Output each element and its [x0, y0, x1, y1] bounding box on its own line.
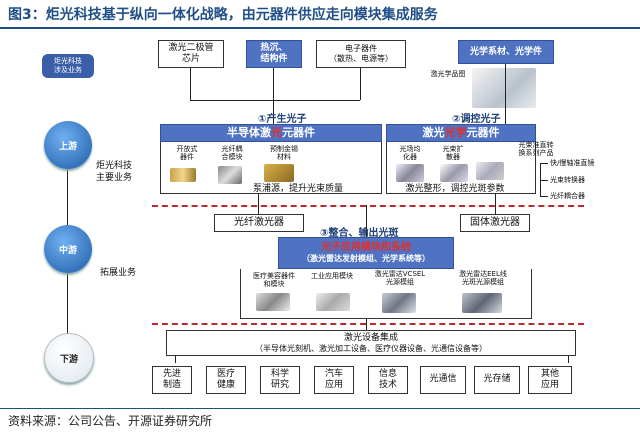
semi-prefix: 半导体激 — [227, 126, 271, 140]
upstream-midstream-divider — [152, 205, 584, 207]
expand-business-label: 拓展业务 — [100, 268, 137, 278]
downstream-advanced-manufacturing: 先进 制造 — [152, 366, 192, 394]
optic-item-collimator: 光束准直转 换系列产品 — [518, 141, 554, 158]
optic-list-tick — [540, 163, 548, 164]
optic-item-homogenizer-photo — [396, 164, 424, 182]
app-item-medical-photo — [256, 293, 290, 311]
optic-prefix: 激光 — [422, 126, 445, 140]
downstream-information-technology: 信息 技术 — [368, 366, 408, 394]
downstream-medical-health: 医疗 健康 — [206, 366, 246, 394]
semiconductor-items-panel — [160, 142, 382, 194]
downstream-other: 其他 应用 — [528, 366, 572, 394]
optic-list-tick — [540, 180, 548, 181]
downstream-optical-communication: 光通信 — [420, 366, 466, 394]
optic-suffix: 元器件 — [466, 126, 500, 140]
section-produce-photons: ①产生光子 — [258, 114, 307, 125]
optic-item-collimator-photo — [476, 162, 504, 180]
connector — [190, 68, 191, 100]
connector — [258, 194, 259, 214]
equip-line2: （半导体光刻机、激光加工设备、医疗仪器设备、光通信设备等） — [255, 343, 487, 353]
semi-item-open: 开放式 器件 — [176, 145, 198, 162]
midstream-downstream-divider — [152, 323, 584, 325]
optic-list-item: 快/慢轴准直镜 — [550, 159, 595, 167]
electronic-box: 电子器件 （散热、电源等） — [316, 40, 406, 68]
downstream-automotive: 汽车 应用 — [314, 366, 354, 394]
optic-list-item: 光纤耦合器 — [550, 192, 585, 200]
optic-highlight: 光学 — [444, 126, 467, 140]
optic-list-spine — [540, 163, 541, 196]
connector — [495, 194, 496, 214]
laser-optics-box: 激光光学元器件 — [386, 124, 536, 142]
source-note: 资料来源：公司公告、开源证券研究所 — [8, 414, 213, 428]
connector — [273, 68, 274, 100]
chip-box: 激光二极管 芯片 — [158, 40, 224, 68]
optics-material-box: 光学系材、光学件 — [458, 40, 554, 64]
equipment-integration-box: 激光设备集成 （半导体光刻机、激光加工设备、医疗仪器设备、光通信设备等） — [166, 330, 576, 356]
optic-list-item: 光束转换器 — [550, 176, 585, 184]
app-item-medical: 医疗美容器件 和模块 — [253, 272, 295, 289]
connector — [360, 68, 361, 100]
stage-upstream: 上游 — [44, 121, 92, 169]
semi-item-solder: 预制金锡 材料 — [270, 145, 298, 162]
optic-caption: 激光整形，调控光斑参数 — [405, 184, 505, 194]
semi-item-fiber: 光纤耦 合模块 — [221, 145, 243, 162]
semi-item-fiber-photo — [218, 166, 242, 184]
connector — [366, 319, 367, 330]
optic-item-homogenizer: 光场均 化器 — [399, 145, 421, 162]
downstream-optical-storage: 光存储 — [474, 366, 520, 394]
heat-sink-box: 热沉、 结构件 — [246, 40, 302, 68]
title-divider — [0, 27, 640, 29]
optics-photo-caption: 激光学品图 — [430, 70, 466, 78]
app-item-eel: 激光雷达EEL线 光斑光源模组 — [459, 270, 507, 287]
connector — [273, 100, 274, 124]
downstream-scientific-research: 科学 研究 — [260, 366, 300, 394]
optics-photo — [472, 68, 536, 108]
connector — [366, 205, 367, 237]
equip-line1: 激光设备集成 — [343, 332, 398, 343]
application-items-panel — [240, 269, 532, 319]
business-strip: 炬光科技 涉及业务 — [42, 54, 94, 78]
stage-downstream: 下游 — [44, 333, 94, 383]
main-business-label: 炬光科技 主要业务 — [96, 161, 133, 184]
semi-highlight: 光 — [271, 126, 282, 140]
optic-item-diffuser-photo — [440, 164, 468, 182]
semiconductor-laser-box: 半导体激光元器件 — [160, 124, 382, 142]
connector — [568, 356, 569, 363]
semi-caption: 泵浦源，提升光束质量 — [252, 184, 343, 194]
optic-item-diffuser: 光束扩 散器 — [442, 145, 464, 162]
app-line2: （激光雷达发射模组、光学系统等） — [302, 254, 430, 264]
fiber-laser-box: 光纤激光器 — [214, 214, 304, 232]
app-item-eel-photo — [462, 293, 502, 313]
section-integrate-output: ③整合、输出光斑 — [320, 228, 399, 239]
photon-application-box: 光子应用模块和系统 （激光雷达发射模组、光学系统等） — [278, 237, 454, 269]
stage-midstream: 中游 — [44, 225, 92, 273]
semi-suffix: 元器件 — [282, 126, 315, 140]
optic-list-tick — [540, 196, 548, 197]
solid-laser-box: 固体激光器 — [460, 214, 530, 232]
footer-divider — [0, 408, 640, 409]
semi-item-open-photo — [170, 168, 196, 182]
semi-item-solder-photo — [264, 164, 294, 182]
app-item-industrial-photo — [316, 293, 350, 311]
connector — [190, 100, 360, 101]
app-item-industrial: 工业应用模块 — [311, 272, 353, 280]
app-item-vcsel: 激光雷达VCSEL 光源模组 — [374, 270, 426, 287]
connector — [505, 64, 506, 124]
app-item-vcsel-photo — [382, 293, 416, 313]
app-line1: 光子应用模块和系统 — [321, 242, 411, 254]
page-title: 图3：炬光科技基于纵向一体化战略，由元器件供应走向模块集成服务 — [8, 7, 438, 23]
section-control-photons: ②调控光子 — [452, 114, 501, 125]
connector — [175, 356, 176, 363]
optics-items-panel — [386, 142, 536, 194]
